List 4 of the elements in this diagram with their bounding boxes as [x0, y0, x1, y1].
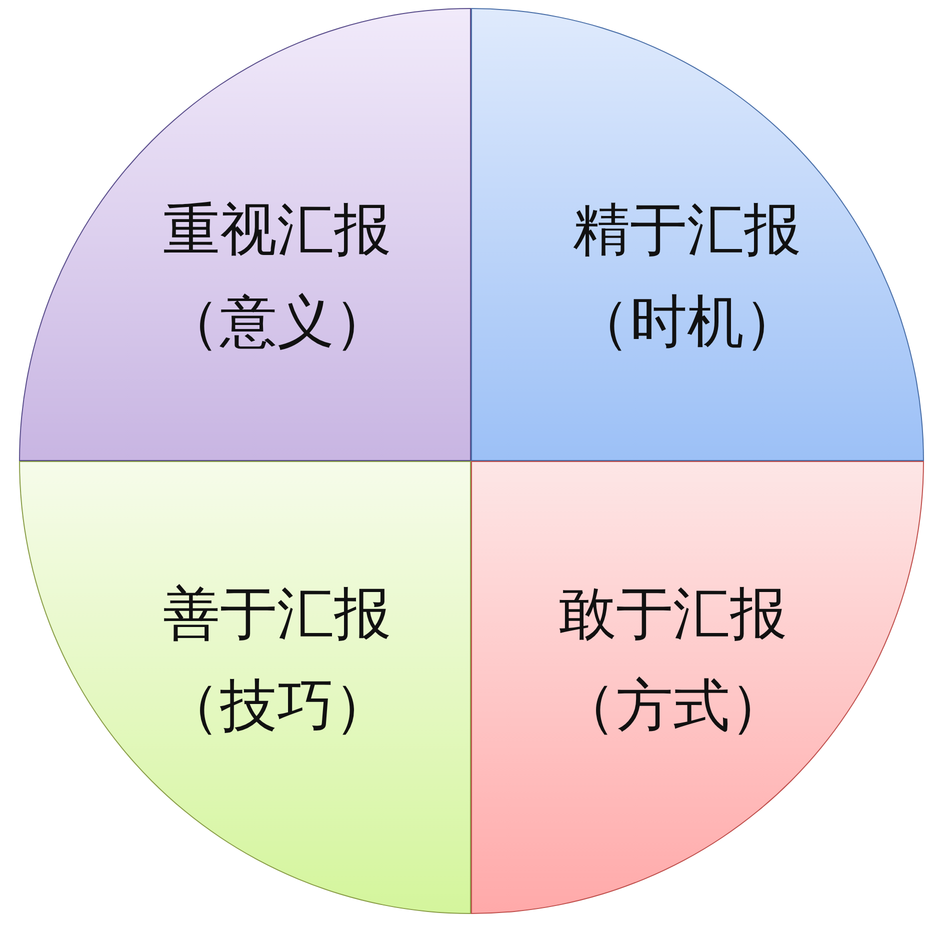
sector-label: 重视汇报（意义）: [162, 198, 392, 356]
sector-label: 善于汇报（技巧）: [162, 582, 392, 740]
sector-label: 精于汇报（时机）: [572, 198, 802, 356]
sector-label: 敢于汇报（方式）: [558, 582, 788, 740]
